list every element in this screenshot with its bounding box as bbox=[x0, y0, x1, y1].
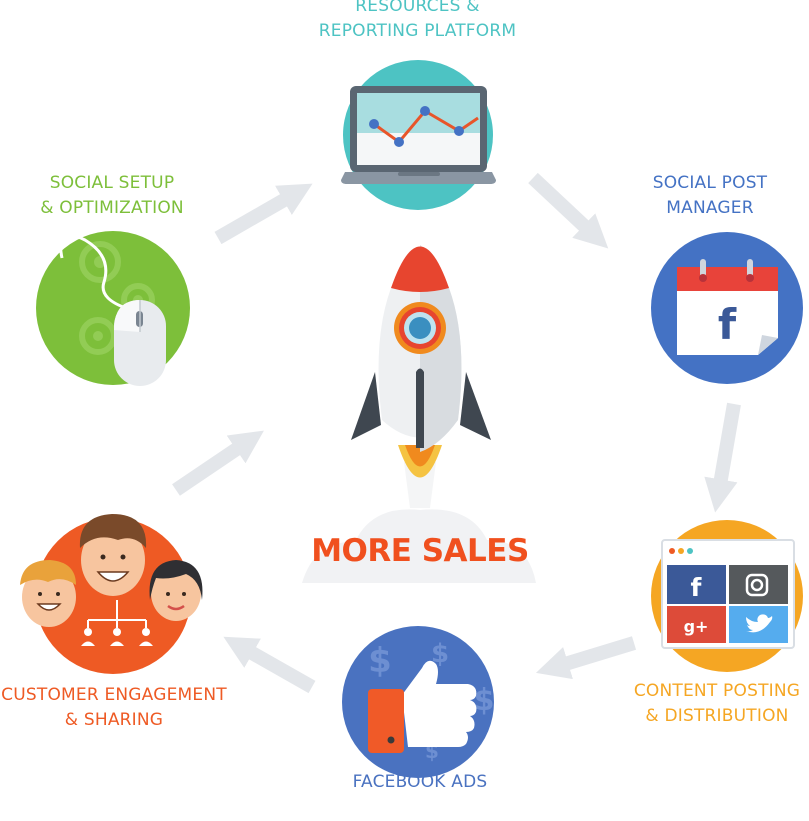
people-network-icon bbox=[20, 514, 203, 646]
laptop-chart-icon bbox=[341, 86, 496, 184]
svg-text:g+: g+ bbox=[684, 617, 709, 636]
center-title: MORE SALES bbox=[311, 533, 529, 569]
facebook-calendar-icon: f bbox=[677, 259, 778, 355]
label-social-post-line1: SOCIAL POST bbox=[652, 173, 768, 193]
label-facebook-ads: FACEBOOK ADS bbox=[300, 770, 540, 795]
arrow-setup-to-resources bbox=[214, 183, 313, 245]
step-facebook-ads: $ $ $ $ bbox=[342, 626, 494, 778]
svg-text:$: $ bbox=[474, 683, 495, 718]
label-customer-line2: & SHARING bbox=[64, 710, 164, 730]
cycle-arrows bbox=[172, 172, 741, 694]
arrow-fbads-to-customer bbox=[223, 636, 316, 694]
label-resources-line1: RESOURCES & bbox=[355, 0, 480, 16]
label-customer-line1: CUSTOMER ENGAGEMENT bbox=[1, 685, 227, 705]
rocket-icon bbox=[302, 245, 536, 583]
step-content: f g+ bbox=[651, 520, 803, 672]
label-content: CONTENT POSTING & DISTRIBUTION bbox=[625, 679, 809, 729]
label-setup-line1: SOCIAL SETUP bbox=[49, 173, 175, 193]
label-resources-line2: REPORTING PLATFORM bbox=[318, 21, 517, 41]
step-social-post: f bbox=[651, 232, 803, 384]
arrow-customer-to-setup bbox=[172, 430, 264, 496]
svg-text:$: $ bbox=[368, 641, 392, 681]
svg-text:f: f bbox=[718, 300, 737, 349]
arrow-content-to-fbads bbox=[535, 636, 637, 680]
step-setup bbox=[36, 231, 190, 386]
label-resources: RESOURCES & REPORTING PLATFORM bbox=[265, 0, 570, 44]
arrow-resources-to-socialpost bbox=[528, 172, 609, 249]
label-social-post: SOCIAL POST MANAGER bbox=[610, 171, 809, 221]
label-social-post-line2: MANAGER bbox=[666, 198, 754, 218]
label-facebook-ads-line1: FACEBOOK ADS bbox=[352, 772, 488, 792]
label-setup-line2: & OPTIMIZATION bbox=[40, 198, 184, 218]
step-customer bbox=[20, 514, 203, 674]
svg-text:f: f bbox=[691, 573, 703, 602]
arrow-socialpost-to-content bbox=[704, 402, 741, 513]
label-content-line1: CONTENT POSTING bbox=[633, 681, 801, 701]
social-media-grid-icon: f g+ bbox=[661, 539, 795, 649]
label-customer: CUSTOMER ENGAGEMENT & SHARING bbox=[0, 683, 228, 733]
svg-text:$: $ bbox=[431, 639, 449, 669]
thumbs-up-dollar-icon: $ $ $ $ bbox=[368, 639, 494, 763]
step-resources bbox=[341, 60, 496, 210]
mouse-gears-icon bbox=[59, 234, 166, 386]
label-content-line2: & DISTRIBUTION bbox=[645, 706, 789, 726]
label-setup: SOCIAL SETUP & OPTIMIZATION bbox=[22, 171, 202, 221]
